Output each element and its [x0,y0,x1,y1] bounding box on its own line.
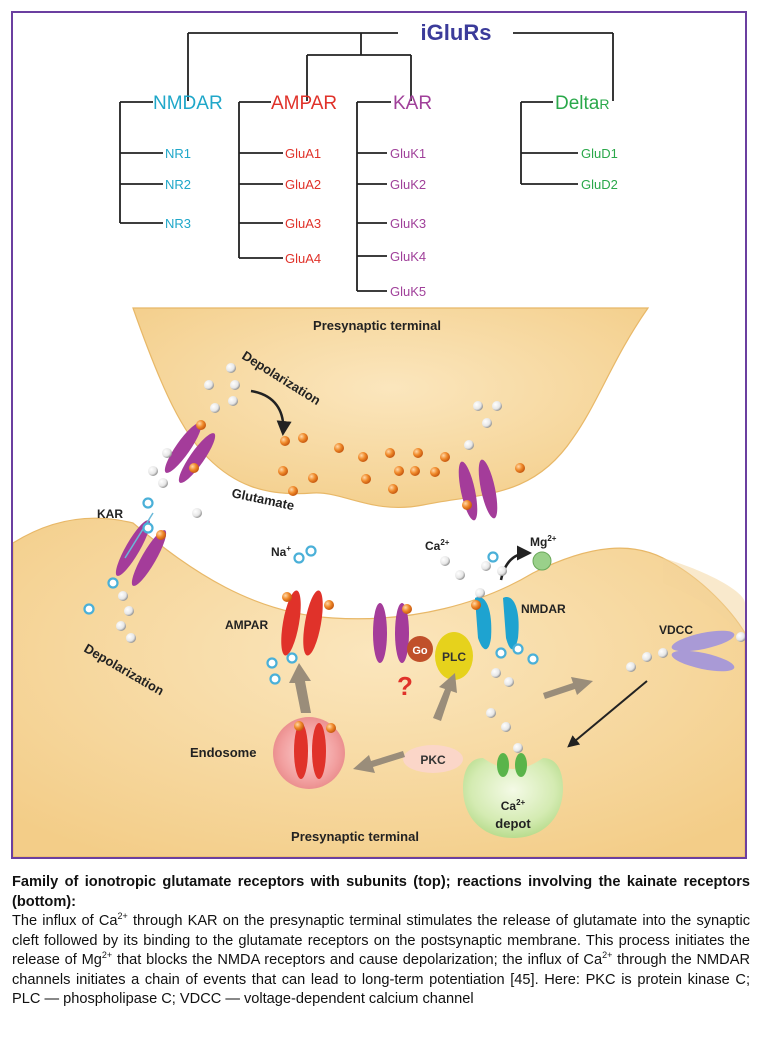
subunit-glua2: GluA2 [285,177,321,192]
presynaptic-bottom-label: Presynaptic terminal [291,829,419,844]
nmdar-label: NMDAR [521,602,566,616]
vdcc-label: VDCC [659,623,693,637]
sodium-ions [83,497,539,685]
ampar-receptor [281,590,334,656]
subunit-gluk5: GluK5 [390,284,426,299]
nmdar-receptor [471,597,519,650]
subunit-nr2: NR2 [165,177,191,192]
plc-label: PLC [442,650,466,664]
mg-release-arrow [499,545,532,581]
subunit-glud1: GluD1 [581,146,618,161]
ampar-label: AMPAR [225,618,268,632]
family-label-delta: DeltaR [555,93,609,114]
figure-caption: Family of ionotropic glutamate receptors… [12,873,750,1010]
subunit-nr1: NR1 [165,146,191,161]
family-label-nmdar: NMDAR [153,93,223,114]
subunit-glua3: GluA3 [285,216,321,231]
ca-label: Ca2+ [425,538,450,553]
subunit-gluk4: GluK4 [390,249,426,264]
vdcc-to-depot-arrow [567,680,648,748]
caption-title: Family of ionotropic glutamate receptors… [12,874,750,910]
caption-body: The influx of Ca2+ through KAR on the pr… [12,911,750,1007]
subunit-glud2: GluD2 [581,177,618,192]
figure-frame: iGluRs NMDAR NR1 NR2 NR3 AMPAR GluA1 Glu… [11,11,747,859]
subunit-gluk2: GluK2 [390,177,426,192]
plc-enzyme [435,632,473,680]
subunit-gluk1: GluK1 [390,146,426,161]
mg-ion [532,551,552,571]
depot-channel-right [515,753,527,777]
question-mark: ? [397,671,413,701]
pkc-enzyme [403,745,463,773]
ca-depot [463,758,563,838]
endosome [273,717,345,789]
subunit-nr3: NR3 [165,216,191,231]
family-label-kar: KAR [393,93,432,114]
kar-receptor-presynaptic-right [458,459,498,521]
diagram: iGluRs NMDAR NR1 NR2 NR3 AMPAR GluA1 Glu… [13,20,745,857]
subunit-glua1: GluA1 [285,146,321,161]
receptor-tree: iGluRs NMDAR NR1 NR2 NR3 AMPAR GluA1 Glu… [119,20,618,299]
go-label: Go [412,645,428,657]
na-label: Na+ [271,544,291,559]
ampar-endosome [294,721,336,779]
kar-label: KAR [97,507,123,521]
presynaptic-top-label: Presynaptic terminal [313,318,441,333]
family-label-ampar: AMPAR [271,93,337,114]
depot-channel-left [497,753,509,777]
subunit-gluk3: GluK3 [390,216,426,231]
tree-root-label: iGluRs [421,20,492,45]
subunit-glua4: GluA4 [285,251,321,266]
kar-receptor-middle [373,603,412,663]
calcium-ions [116,363,745,753]
depolarization-arrow [250,389,292,436]
mg-label: Mg2+ [530,534,557,549]
kar-receptor-presynaptic-left [164,420,216,483]
pkc-label: PKC [420,753,446,767]
glutamate-molecules [278,433,525,496]
depot-label: depot [495,816,531,831]
pathway-arrows [289,663,593,773]
ca-depot-label: Ca2+ [501,798,526,813]
go-protein [407,636,433,662]
vdcc-channel [671,630,735,672]
kar-receptor-postsynaptic [115,512,167,586]
endosome-label: Endosome [190,745,256,760]
